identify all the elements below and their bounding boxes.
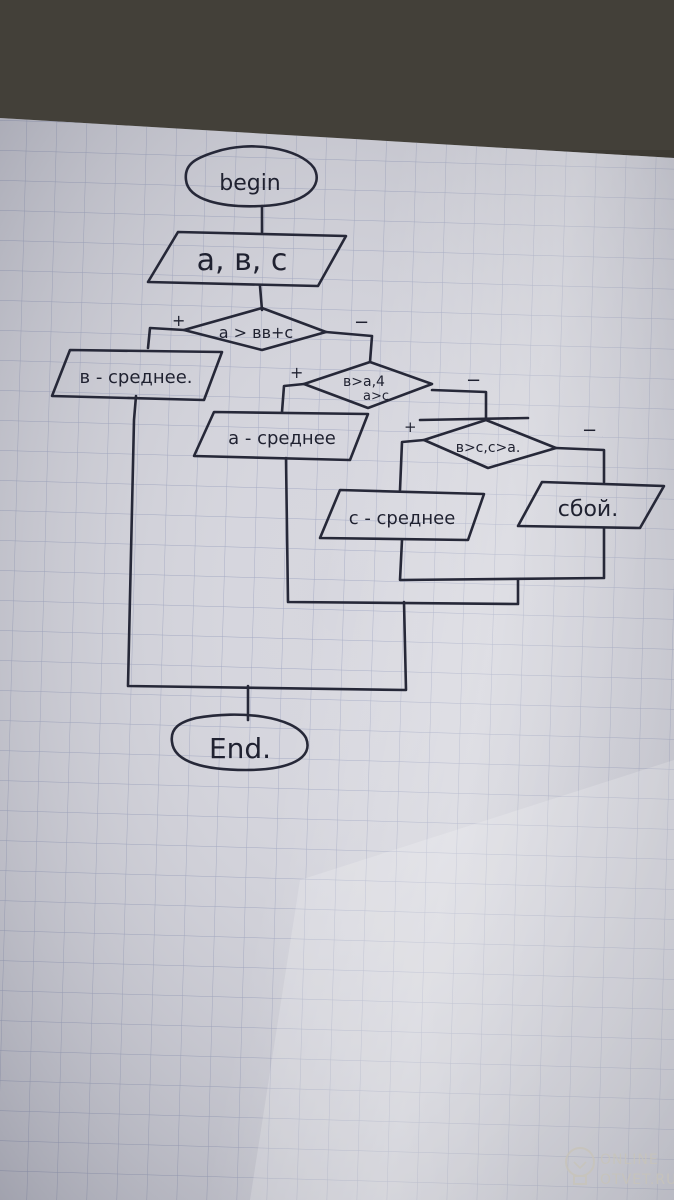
flowchart: begin a, в, c a > вв+c + − в - среднее. (50, 145, 666, 772)
connector-d3-yes (398, 438, 426, 492)
decision-2-yes: + (290, 363, 303, 382)
decision-2-line1: в>а,4 (343, 374, 385, 390)
decision-1-label: a > вв+c (219, 323, 293, 342)
start-terminator: begin (184, 145, 318, 208)
error-output: сбой. (516, 480, 666, 530)
connector-input-decision1 (258, 284, 264, 312)
output-a-label: а - среднее (228, 428, 336, 449)
decision-2-line2: а>с (363, 389, 389, 404)
start-label: begin (219, 171, 281, 196)
decision-3-label: в>с,с>а. (456, 440, 521, 456)
connector-d2-yes (280, 382, 306, 414)
output-c-label: с - среднее (349, 508, 456, 529)
decision-3-yes: + (404, 418, 417, 436)
watermark-line1: ONLINE (600, 1152, 659, 1168)
decision-1-yes: + (172, 311, 185, 330)
merge-d3 (398, 526, 606, 582)
decision-2: в>а,4 а>с + − (290, 360, 481, 410)
connector-d1-yes (146, 326, 186, 350)
decision-1: a > вв+c + − (172, 306, 369, 352)
output-b-average: в - среднее. (50, 348, 224, 402)
input-block: a, в, c (146, 230, 348, 288)
output-c-average: с - среднее (318, 488, 486, 542)
error-label: сбой. (558, 497, 618, 522)
end-terminator: End. (170, 713, 309, 772)
paper-sheet (0, 118, 674, 1200)
output-a-average: а - среднее (192, 410, 370, 462)
decision-3: в>с,с>а. + − (404, 418, 597, 470)
input-label: a, в, c (197, 243, 288, 278)
connector-d3-no (554, 446, 606, 484)
connector-d2-no (430, 388, 488, 422)
connector-d1-no (324, 330, 374, 364)
end-label: End. (209, 732, 271, 765)
watermark-line2: OTVET.RU (600, 1172, 674, 1188)
decision-2-no: − (466, 370, 481, 391)
decision-1-no: − (354, 312, 369, 333)
lightbulb-icon (565, 1147, 595, 1185)
merge-d1 (126, 394, 408, 692)
watermark: ONLINE OTVET.RU (565, 1147, 674, 1188)
decision-3-no: − (582, 420, 597, 441)
connector-top-d3 (418, 416, 530, 422)
output-b-label: в - среднее. (79, 367, 192, 388)
